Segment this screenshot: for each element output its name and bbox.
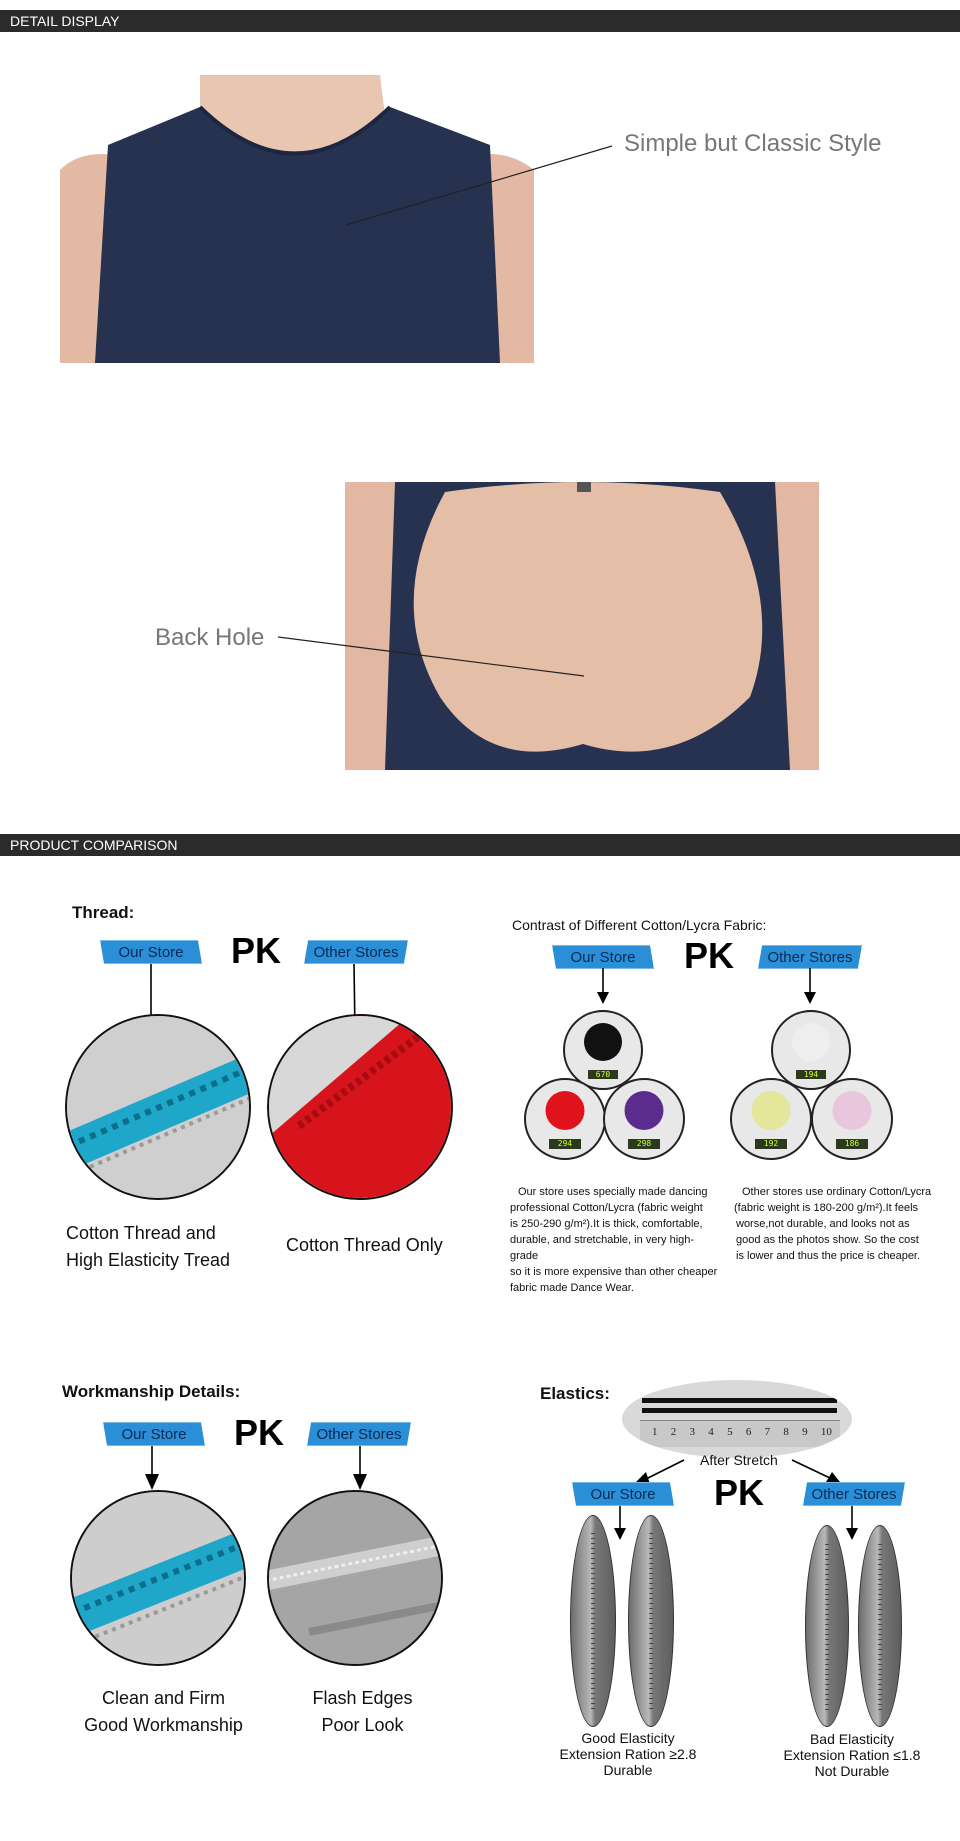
fabric-heading: Contrast of Different Cotton/Lycra Fabri… [512,917,767,933]
text-line: good as the photos show. So the cost [736,1233,919,1246]
pk-label: PK [684,935,735,976]
back-callout-label: Back Hole [155,624,265,651]
our-thread-caption: Cotton Thread and High Elasticity Tread [66,1220,230,1274]
ruler-number: 4 [708,1426,714,1438]
ruler-number: 5 [727,1426,733,1438]
elastics-arrows [614,1506,858,1540]
other-fabric-scale: 194 [771,1010,851,1090]
other-stretched-elastic [858,1525,902,1727]
caption-line: Flash Edges [312,1688,413,1708]
ruler-number: 2 [670,1426,677,1438]
ruler-number: 1 [652,1426,658,1438]
caption-line: Extension Ration ≥2.8 [559,1746,697,1763]
back-callout-line [277,636,585,677]
our-fabric-scale: 294 [524,1078,606,1160]
our-thread-closeup [65,1014,251,1200]
caption-line: Extension Ration ≤1.8 [783,1747,921,1764]
section-bar-product-comparison: PRODUCT COMPARISON [0,834,960,856]
other-stores-tag: Other Stores [307,1422,411,1446]
fabric-arrows [597,968,816,1004]
our-stretched-elastic [570,1515,616,1727]
elastics-heading: Elastics: [540,1384,610,1403]
ruler-number: 9 [802,1426,808,1438]
caption-line: Durable [603,1762,653,1779]
scale-reading: 192 [755,1139,787,1149]
other-stretched-elastic [805,1525,849,1727]
other-thread-closeup [267,1014,453,1200]
ruler-number: 3 [689,1426,696,1438]
other-stores-tag: Other Stores [803,1482,905,1506]
front-callout-line [345,145,613,226]
scale-reading: 186 [836,1139,868,1149]
caption-line: Not Durable [814,1763,890,1780]
after-stretch-arrows [636,1459,840,1484]
caption-line: Good Workmanship [84,1715,243,1735]
text-line: (fabric weight is 180-200 g/m²).It feels [734,1201,919,1214]
section-title: DETAIL DISPLAY [10,13,120,29]
our-stretched-elastic [628,1515,674,1727]
ruler [640,1420,840,1447]
our-store-tag: Our Store [552,945,654,969]
our-elastic-caption: Good Elasticity Extension Ration ≥2.8 Du… [548,1730,708,1778]
our-workmanship-caption: Clean and Firm Good Workmanship [76,1685,251,1739]
front-neck-photo [60,75,534,363]
scale-reading: 194 [795,1069,827,1079]
our-fabric-scale: 670 [563,1010,643,1090]
other-fabric-scale: 186 [811,1078,893,1160]
elastic-band [642,1398,837,1403]
text-line: is 250-290 g/m²).It is thick, comfortabl… [510,1217,703,1230]
ruler-number: 7 [764,1426,771,1438]
scale-reading: 298 [628,1139,660,1149]
after-stretch-label: After Stretch [700,1452,778,1468]
thread-heading: Thread: [72,903,135,922]
our-store-tag: Our Store [103,1422,205,1446]
our-workmanship-closeup [70,1490,246,1666]
caption-line: Clean and Firm [101,1688,226,1708]
caption-line: High Elasticity Tread [66,1250,231,1270]
ruler-number: 6 [745,1426,752,1438]
text-line: Other stores use ordinary Cotton/Lycra [742,1186,932,1198]
caption-line: Poor Look [321,1715,404,1735]
other-thread-caption: Cotton Thread Only [286,1235,443,1255]
elastic-band [642,1408,837,1413]
other-workmanship-closeup [267,1490,443,1666]
workmanship-heading: Workmanship Details: [62,1382,241,1401]
caption-line: Bad Elasticity [809,1731,895,1747]
scale-reading: 294 [549,1139,581,1149]
front-callout-label: Simple but Classic Style [624,130,882,157]
back-hole-photo [345,482,819,770]
text-line: professional Cotton/Lycra (fabric weight [510,1201,703,1214]
other-fabric-scale: 192 [730,1078,812,1160]
text-line: durable, and stretchable, in very high-g… [510,1233,695,1262]
our-store-tag: Our Store [572,1482,674,1506]
caption-line: Cotton Thread and [66,1223,216,1243]
ruler-number: 8 [783,1426,789,1438]
text-line: Our store uses specially made dancing [518,1186,708,1198]
our-fabric-scale: 298 [603,1078,685,1160]
other-elastic-caption: Bad Elasticity Extension Ration ≤1.8 Not… [772,1731,932,1779]
pk-label: PK [714,1472,765,1513]
section-title: PRODUCT COMPARISON [10,837,178,853]
pk-label: PK [234,1412,285,1453]
text-line: worse,not durable, and looks not as [736,1217,910,1230]
other-workmanship-caption: Flash Edges Poor Look [290,1685,435,1739]
ruler-number: 10 [820,1426,832,1438]
caption-line: Good Elasticity [581,1730,675,1746]
other-fabric-description: Other stores use ordinary Cotton/Lycra (… [734,1185,934,1265]
other-stores-tag: Other Stores [758,945,862,969]
workmanship-arrows [145,1446,367,1490]
other-stores-tag: Other Stores [304,940,408,964]
text-line: is lower and thus the price is cheaper. [736,1249,921,1262]
our-store-tag: Our Store [100,940,202,964]
scale-reading: 670 [587,1069,619,1079]
pk-label: PK [231,930,282,971]
text-line: so it is more expensive than other cheap… [510,1265,718,1278]
our-fabric-description: Our store uses specially made dancing pr… [510,1185,720,1297]
text-line: fabric made Dance Wear. [510,1281,634,1294]
section-bar-detail-display: DETAIL DISPLAY [0,10,960,32]
